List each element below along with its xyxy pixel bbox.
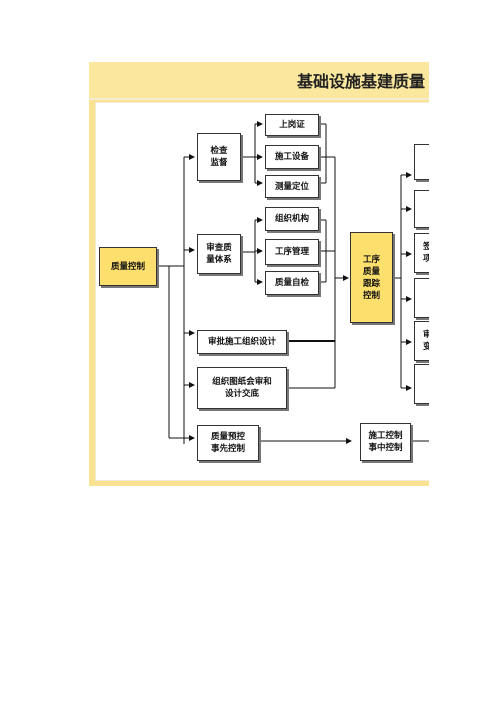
node-pre-control-label: 质量预控 事先控制 bbox=[210, 432, 245, 454]
node-approve-design-label: 审批施工组织设计 bbox=[207, 337, 276, 347]
node-right-3: 签 项 bbox=[414, 233, 429, 273]
node-construction-equipment: 施工设备 bbox=[265, 145, 319, 169]
title-bar: 基础设施基建质量 bbox=[89, 62, 429, 100]
node-right-1 bbox=[414, 144, 429, 180]
node-post-certificate-label: 上岗证 bbox=[279, 120, 305, 130]
node-inspection-supervision-label: 检查 监督 bbox=[210, 146, 228, 168]
node-pre-control: 质量预控 事先控制 bbox=[197, 425, 259, 461]
node-quality-control-label: 质量控制 bbox=[110, 261, 145, 272]
node-process-management: 工序管理 bbox=[265, 239, 319, 265]
node-right-5: 审 变 bbox=[414, 321, 429, 361]
node-right-2 bbox=[414, 190, 429, 228]
node-process-tracking-label: 工序 质量 跟踪 控制 bbox=[362, 254, 380, 301]
connector-lines bbox=[157, 121, 429, 444]
node-quality-control: 质量控制 bbox=[99, 247, 157, 286]
node-review-quality-system: 审查质 量体系 bbox=[197, 234, 241, 274]
node-review-quality-system-label: 审查质 量体系 bbox=[206, 243, 232, 265]
node-drawing-review: 组织图纸会审和 设计交底 bbox=[197, 367, 287, 409]
node-quality-self-check-label: 质量自检 bbox=[274, 278, 309, 288]
node-in-process-control: 施工控制 事中控制 bbox=[360, 423, 411, 461]
node-post-certificate: 上岗证 bbox=[265, 114, 319, 136]
node-construction-equipment-label: 施工设备 bbox=[274, 152, 309, 162]
node-survey-positioning: 测量定位 bbox=[265, 175, 319, 198]
node-in-process-control-label: 施工控制 事中控制 bbox=[368, 431, 403, 453]
node-right-5-label: 审 变 bbox=[423, 330, 429, 352]
node-right-4 bbox=[414, 278, 429, 318]
diagram-frame: 基础设施基建质量 bbox=[89, 62, 429, 486]
node-survey-positioning-label: 测量定位 bbox=[274, 181, 309, 192]
node-drawing-review-label: 组织图纸会审和 设计交底 bbox=[212, 377, 272, 399]
node-inspection-supervision: 检查 监督 bbox=[197, 133, 241, 181]
node-right-6 bbox=[414, 364, 429, 404]
node-process-management-label: 工序管理 bbox=[274, 247, 309, 257]
node-approve-design: 审批施工组织设计 bbox=[197, 330, 287, 354]
node-right-3-label: 签 项 bbox=[423, 242, 429, 264]
diagram-title: 基础设施基建质量 bbox=[297, 72, 426, 91]
node-process-tracking: 工序 质量 跟踪 控制 bbox=[350, 232, 393, 323]
node-quality-self-check: 质量自检 bbox=[265, 271, 319, 295]
node-organization: 组织机构 bbox=[265, 207, 319, 231]
node-organization-label: 组织机构 bbox=[274, 214, 309, 224]
